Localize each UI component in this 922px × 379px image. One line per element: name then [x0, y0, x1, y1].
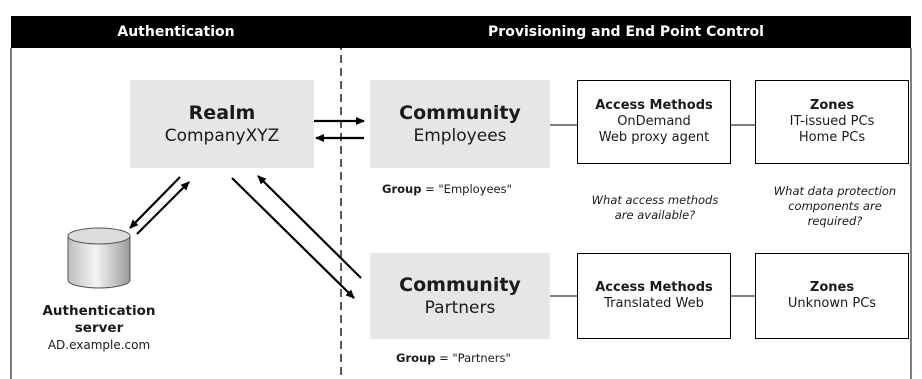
auth-server-host: AD.example.com	[47, 338, 151, 352]
access-methods-partners-box: Access Methods Translated Web	[577, 253, 731, 339]
community-employees-name: Employees	[413, 125, 507, 146]
auth-server-title: Authentication	[42, 303, 156, 319]
note-access-line: are available?	[614, 208, 696, 222]
header-authentication: Authentication	[11, 16, 341, 48]
arrow-partners-to-realm	[257, 175, 362, 279]
arrow-realm-to-server	[129, 176, 181, 229]
note-zones-line: What data protection	[773, 184, 897, 198]
group-employees-label: Group	[382, 182, 422, 196]
group-partners: Group = "Partners"	[396, 351, 566, 365]
community-partners-name: Partners	[424, 297, 496, 318]
group-employees: Group = "Employees"	[382, 182, 562, 196]
community-partners-box: Community Partners	[370, 253, 550, 339]
auth-server-title: server	[74, 320, 124, 336]
access-item: Web proxy agent	[598, 130, 710, 145]
arrow-server-to-realm	[136, 181, 190, 235]
realm-name: CompanyXYZ	[164, 125, 280, 146]
access-methods-employees-title: Access Methods	[595, 98, 713, 113]
zone-item: Home PCs	[798, 130, 866, 145]
auth-server-label: Authentication server AD.example.com	[22, 303, 176, 353]
zones-employees-box: Zones IT-issued PCs Home PCs	[755, 80, 909, 164]
community-employees-box: Community Employees	[370, 80, 550, 168]
arrow-realm-to-partners	[231, 177, 355, 299]
header-authentication-label: Authentication	[117, 24, 235, 40]
zones-partners-title: Zones	[809, 280, 855, 295]
note-zones-line: components are	[788, 199, 882, 213]
zones-partners-box: Zones Unknown PCs	[755, 253, 909, 339]
note-zones-line: required?	[807, 214, 863, 228]
realm-title: Realm	[188, 101, 256, 124]
note-access: What access methods are available?	[580, 193, 730, 223]
group-employees-value: = "Employees"	[425, 182, 512, 196]
note-access-line: What access methods	[591, 193, 719, 207]
access-item: OnDemand	[617, 114, 691, 129]
header-provisioning-label: Provisioning and End Point Control	[488, 24, 764, 40]
group-partners-label: Group	[396, 351, 436, 365]
database-cylinder-icon	[67, 227, 131, 289]
zone-item: IT-issued PCs	[789, 114, 875, 129]
note-zones: What data protection components are requ…	[755, 184, 915, 229]
access-methods-partners-title: Access Methods	[595, 280, 713, 295]
zones-employees-title: Zones	[809, 98, 855, 113]
group-partners-value: = "Partners"	[439, 351, 511, 365]
access-methods-employees-box: Access Methods OnDemand Web proxy agent	[577, 80, 731, 164]
community-employees-title: Community	[399, 101, 521, 124]
header-provisioning: Provisioning and End Point Control	[341, 16, 911, 48]
community-partners-title: Community	[399, 273, 521, 296]
realm-box: Realm CompanyXYZ	[130, 80, 314, 168]
access-item: Translated Web	[604, 296, 704, 311]
zone-item: Unknown PCs	[787, 296, 877, 311]
